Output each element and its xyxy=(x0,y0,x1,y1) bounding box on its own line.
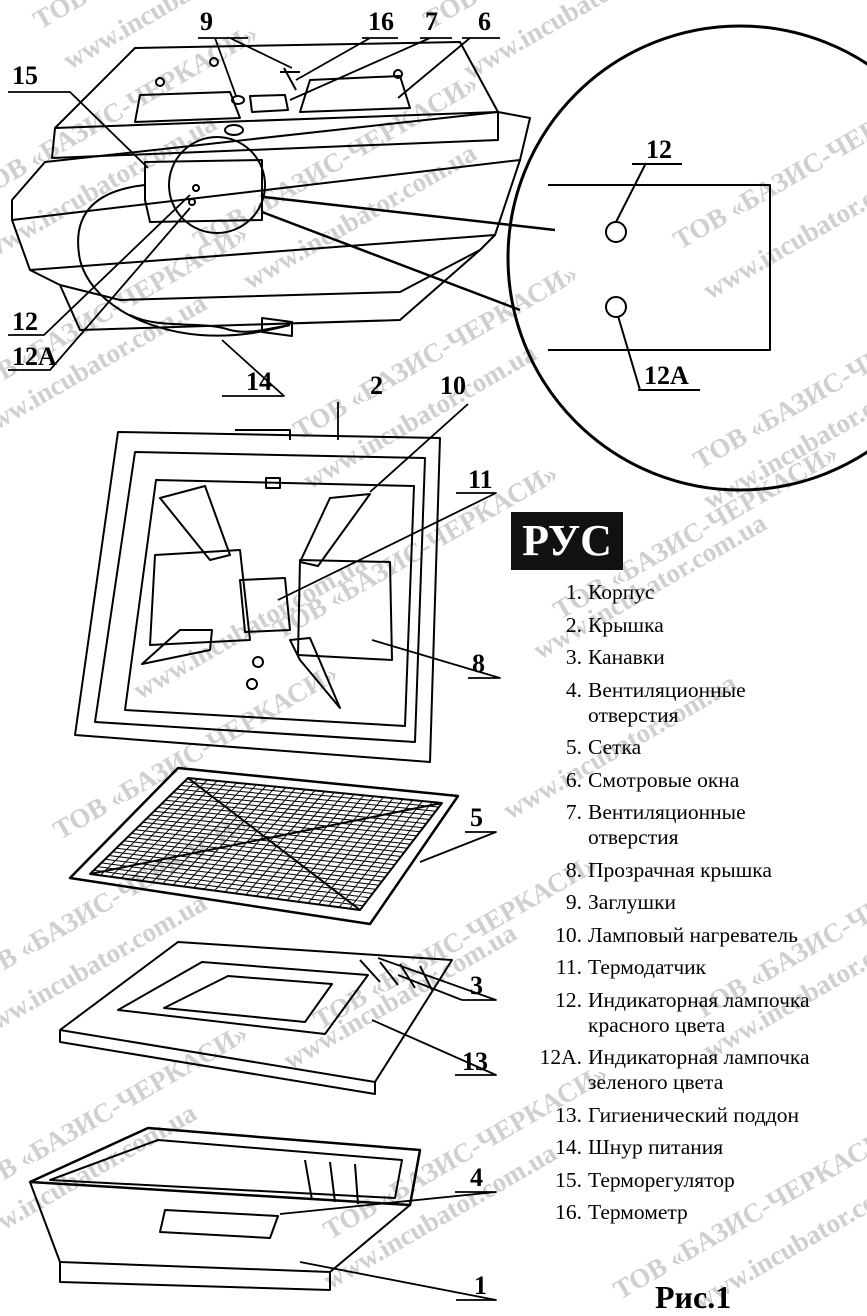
legend-item-number: 10. xyxy=(555,922,582,947)
legend-item-name: Терморегулятор xyxy=(588,1167,735,1192)
indicator-zoom-view xyxy=(506,24,867,492)
red-indicator-lamp xyxy=(605,221,627,243)
legend-item-name: Корпус xyxy=(588,580,655,604)
legend-item-number: 13. xyxy=(555,1102,582,1127)
legend-item: 6.Смотровые окна xyxy=(520,768,865,793)
mesh-grid xyxy=(68,766,460,926)
callout-6: 6 xyxy=(478,7,491,36)
viewing-window-right xyxy=(299,75,411,113)
legend-item-name: Индикаторная лампочка красного цвета xyxy=(588,987,810,1037)
legend-item-name: Крышка xyxy=(588,612,664,637)
callout-10: 10 xyxy=(440,371,466,400)
legend-item-name: Заглушки xyxy=(588,890,677,914)
legend-item: 2.Крышка xyxy=(520,613,865,638)
legend-item: 16.Термометр xyxy=(520,1200,865,1225)
callout-2: 2 xyxy=(370,371,383,400)
plug-left xyxy=(224,124,244,136)
assembled-incubator xyxy=(11,41,556,337)
callout-16: 16 xyxy=(368,7,394,36)
viewing-window-left xyxy=(134,91,241,123)
callout-5: 5 xyxy=(470,803,483,832)
figure-caption: Рис.1 xyxy=(655,1279,732,1315)
lamp-heater xyxy=(299,493,371,567)
legend-item: 8.Прозрачная крышка xyxy=(520,858,865,883)
legend-item: 15.Терморегулятор xyxy=(520,1168,865,1193)
legend-item-number: 16. xyxy=(555,1200,582,1224)
zoom-callout-12: 12 xyxy=(646,135,672,164)
legend-item: 12.Индикаторная лампочка красного цвета xyxy=(520,988,865,1038)
callout-1: 1 xyxy=(474,1271,487,1300)
callout-12a: 12A xyxy=(12,342,57,371)
legend-item-number: 2. xyxy=(565,612,582,637)
legend-item-number: 1. xyxy=(565,580,582,604)
zoom-callout-12a: 12A xyxy=(644,361,689,390)
callout-13: 13 xyxy=(462,1047,488,1076)
legend-item-name: Шнур питания xyxy=(588,1135,724,1159)
callout-3: 3 xyxy=(470,971,483,1000)
incubator-body xyxy=(28,1126,422,1291)
legend-item-name: Ламповый нагреватель xyxy=(588,922,798,947)
legend-item-name: Индикаторная лампочка зеленого цвета xyxy=(588,1045,810,1094)
legend-item-name: Термометр xyxy=(588,1200,688,1224)
callout-4: 4 xyxy=(470,1163,483,1192)
language-badge: РУС xyxy=(511,512,623,570)
legend-item-number: 6. xyxy=(565,767,582,792)
green-indicator-lamp xyxy=(605,296,627,318)
callout-14: 14 xyxy=(246,367,272,396)
legend-item: 14.Шнур питания xyxy=(520,1135,865,1160)
callout-15: 15 xyxy=(12,61,38,90)
legend-item: 4.Вентиляционные отверстия xyxy=(520,678,865,728)
lamp-heater xyxy=(289,637,341,709)
thermo-sensor-plate xyxy=(239,577,291,633)
legend-item-number: 12. xyxy=(555,987,582,1012)
legend-item: 10.Ламповый нагреватель xyxy=(520,923,865,948)
thermometer xyxy=(280,67,300,91)
lamp-heater xyxy=(159,485,231,561)
legend-item-number: 5. xyxy=(565,735,582,759)
callout-9: 9 xyxy=(200,7,213,36)
legend-item-name: Прозрачная крышка xyxy=(588,857,772,882)
legend-item-number: 3. xyxy=(565,645,582,669)
thermostat-box xyxy=(144,159,263,223)
legend-item-name: Вентиляционные отверстия xyxy=(588,800,746,849)
lamp-heater xyxy=(141,629,213,665)
legend-item-number: 14. xyxy=(555,1135,582,1159)
callout-11: 11 xyxy=(468,465,493,494)
legend-item-number: 12A. xyxy=(539,1045,582,1069)
legend-item: 12A.Индикаторная лампочка зеленого цвета xyxy=(520,1045,865,1095)
legend-item: 1.Корпус xyxy=(520,580,865,605)
svg-text:www.incubator.com.ua: www.incubator.com.ua xyxy=(458,0,702,85)
legend-item: 5.Сетка xyxy=(520,735,865,760)
power-cord xyxy=(77,184,291,337)
legend-item-name: Термодатчик xyxy=(588,955,707,979)
legend-item-number: 8. xyxy=(565,857,582,882)
legend-item: 7.Вентиляционные отверстия xyxy=(520,800,865,850)
leader-lines xyxy=(8,37,501,1301)
legend-item: 9.Заглушки xyxy=(520,890,865,915)
legend-item-name: Смотровые окна xyxy=(588,767,740,792)
callout-12: 12 xyxy=(12,307,38,336)
legend-item-number: 9. xyxy=(565,890,582,914)
legend-item: 13.Гигиенический поддон xyxy=(520,1103,865,1128)
legend-item-number: 11. xyxy=(555,955,582,979)
vent-square xyxy=(249,94,289,113)
legend-item-name: Сетка xyxy=(588,735,642,759)
legend-item: 3.Канавки xyxy=(520,645,865,670)
callout-8: 8 xyxy=(472,649,485,678)
lid-with-heaters xyxy=(74,429,441,763)
hygienic-tray xyxy=(59,941,453,1095)
legend-item-number: 15. xyxy=(555,1167,582,1192)
legend-item-number: 7. xyxy=(565,800,582,824)
legend-item-name: Гигиенический поддон xyxy=(588,1102,800,1127)
legend-item-name: Вентиляционные отверстия xyxy=(588,677,746,727)
legend-item-number: 4. xyxy=(565,677,582,702)
callout-7: 7 xyxy=(425,7,438,36)
plug-right xyxy=(231,95,245,105)
legend-item: 11.Термодатчик xyxy=(520,955,865,980)
legend-item-name: Канавки xyxy=(588,645,665,669)
